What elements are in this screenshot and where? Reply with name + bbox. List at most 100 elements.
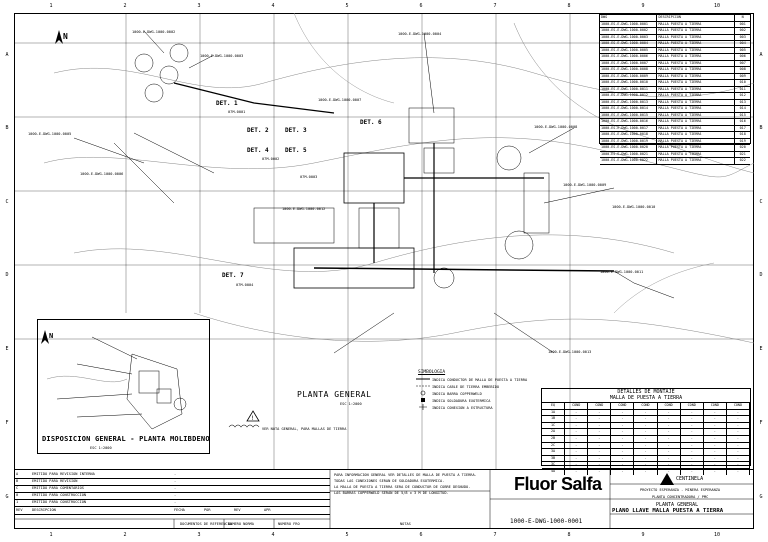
malla-cell: - bbox=[658, 409, 681, 416]
col-label: 4 bbox=[271, 532, 275, 538]
malla-cell: COND bbox=[611, 403, 635, 409]
malla-cell: - bbox=[588, 422, 612, 429]
malla-cell: - bbox=[565, 442, 589, 449]
malla-cell: - bbox=[658, 429, 681, 435]
table-cell: 009 bbox=[739, 73, 746, 78]
malla-cell: - bbox=[565, 429, 589, 435]
malla-cell: - bbox=[634, 455, 658, 462]
row-label: E bbox=[759, 346, 763, 352]
table-cell: 018 bbox=[739, 132, 746, 136]
warning-triangle-icon: ! bbox=[246, 410, 260, 422]
table-cell: MALLA PUESTA A TIERRA bbox=[657, 151, 736, 157]
rev-description: EMITIDO PARA REVISION INTERNA bbox=[32, 472, 95, 476]
malla-row: 2A-------- bbox=[542, 428, 750, 435]
table-cell: MALLA PUESTA A TIERRA bbox=[657, 47, 736, 53]
table-cell: 005 bbox=[739, 47, 746, 52]
drawing-subject: PLANTA GENERAL bbox=[656, 502, 699, 508]
malla-cell: - bbox=[565, 449, 589, 455]
malla-row: 2C-------- bbox=[542, 441, 750, 449]
bottom-label: DOCUMENTOS DE REFERENCIA bbox=[180, 522, 232, 526]
malla-cell: - bbox=[727, 442, 750, 449]
table-cell: 011 bbox=[739, 86, 746, 91]
north-arrow-label: N bbox=[63, 32, 68, 41]
malla-cell: COND bbox=[588, 403, 612, 409]
general-note: TODAS LAS CONEXIONES SERAN DE SOLDADURA … bbox=[334, 479, 445, 483]
tag-callout: 1000-E-DWG-1000-0011 bbox=[600, 270, 644, 274]
table-cell: MALLA PUESTA A TIERRA bbox=[657, 28, 736, 34]
malla-cell: - bbox=[588, 442, 612, 449]
malla-cell: 3B bbox=[542, 455, 566, 462]
malla-cell: - bbox=[565, 468, 589, 475]
tag-callout: 1000-E-DWG-1000-0010 bbox=[612, 205, 656, 209]
table-cell: MALLA PUESTA A TIERRA bbox=[657, 106, 736, 112]
table-cell: MALLA PUESTA A TIERRA bbox=[657, 132, 736, 138]
det-ref: 07M-0002 bbox=[262, 157, 280, 161]
svg-text:!: ! bbox=[252, 415, 254, 422]
row-label: A bbox=[759, 52, 763, 58]
malla-cell: - bbox=[658, 462, 681, 468]
col-label: 5 bbox=[345, 532, 349, 538]
table-cell: MALLA PUESTA A TIERRA bbox=[657, 93, 736, 99]
table-header-cell: DESCRIPCION bbox=[657, 15, 736, 21]
malla-title: DETALLES DE MONTAJE bbox=[617, 389, 675, 395]
rev-date: - bbox=[174, 486, 177, 490]
malla-cell: - bbox=[658, 442, 681, 449]
table-header-cell: DWG bbox=[600, 15, 658, 21]
tag-callout: 1000-E-DWG-1000-0005 bbox=[28, 132, 72, 136]
malla-row: 3A-------- bbox=[542, 448, 750, 455]
table-cell: 1000-ES-E-DWG-1000-0005 bbox=[600, 47, 658, 53]
malla-cell: 2A bbox=[542, 429, 566, 435]
malla-cell: - bbox=[634, 449, 658, 455]
revision-header-cell: POR bbox=[204, 508, 211, 512]
malla-cell: - bbox=[681, 416, 704, 422]
table-cell: 020 bbox=[739, 145, 746, 149]
malla-cell: - bbox=[727, 462, 750, 468]
table-header-cell: N bbox=[741, 15, 744, 19]
det-ref: 07M-0004 bbox=[236, 283, 254, 287]
rev-date: - bbox=[174, 479, 177, 483]
malla-cell: - bbox=[681, 455, 704, 462]
rev-description: EMITIDO PARA CONSTRUCCION bbox=[32, 500, 87, 504]
malla-cell: - bbox=[681, 422, 704, 429]
table-cell: 1000-ES-E-DWG-1000-0021 bbox=[600, 151, 658, 157]
rev-description: EMITIDO PARA REVISION bbox=[32, 479, 78, 483]
malla-cell: - bbox=[727, 435, 750, 442]
malla-cell: EQ bbox=[542, 403, 566, 409]
title-block-lines bbox=[14, 469, 754, 529]
tag-callout: 1000-E-DWG-1000-0007 bbox=[318, 98, 362, 102]
malla-cell: 3C bbox=[542, 462, 566, 468]
malla-cell: - bbox=[588, 416, 612, 422]
row-label: B bbox=[5, 125, 9, 131]
plant-name: PLANTA CONCENTRADORA / PMC bbox=[652, 495, 709, 499]
inset-plan-drawing bbox=[46, 336, 187, 430]
malla-cell: - bbox=[658, 468, 681, 475]
table-cell: 001 bbox=[739, 21, 746, 26]
malla-cell: - bbox=[704, 409, 727, 416]
table-cell: MALLA PUESTA A TIERRA bbox=[657, 125, 736, 131]
row-label: C bbox=[5, 199, 9, 205]
table-cell: 003 bbox=[739, 34, 746, 39]
malla-cell: - bbox=[727, 409, 750, 416]
col-label: 7 bbox=[493, 3, 497, 9]
revision-header-cell: DESCRIPCION bbox=[32, 508, 56, 512]
tag-callout: 1000-E-DWG-1000-0003 bbox=[200, 54, 244, 58]
bottom-label: NUMERO FRO bbox=[278, 522, 300, 526]
table-cell: 1000-ES-E-DWG-1000-0022 bbox=[600, 158, 658, 164]
rev-date: - bbox=[174, 472, 177, 476]
column-ribbon-bottom: 1 2 3 4 5 6 7 8 9 10 bbox=[14, 529, 754, 542]
table-cell: 1000-ES-E-DWG-1000-0012 bbox=[600, 93, 658, 99]
table-cell: 1000-ES-E-DWG-1000-0006 bbox=[600, 54, 658, 60]
malla-cell: - bbox=[658, 449, 681, 455]
warning-note: VER NOTA GENERAL, PARA MALLAS DE TIERRA bbox=[262, 427, 347, 431]
row-label: G bbox=[5, 494, 9, 500]
